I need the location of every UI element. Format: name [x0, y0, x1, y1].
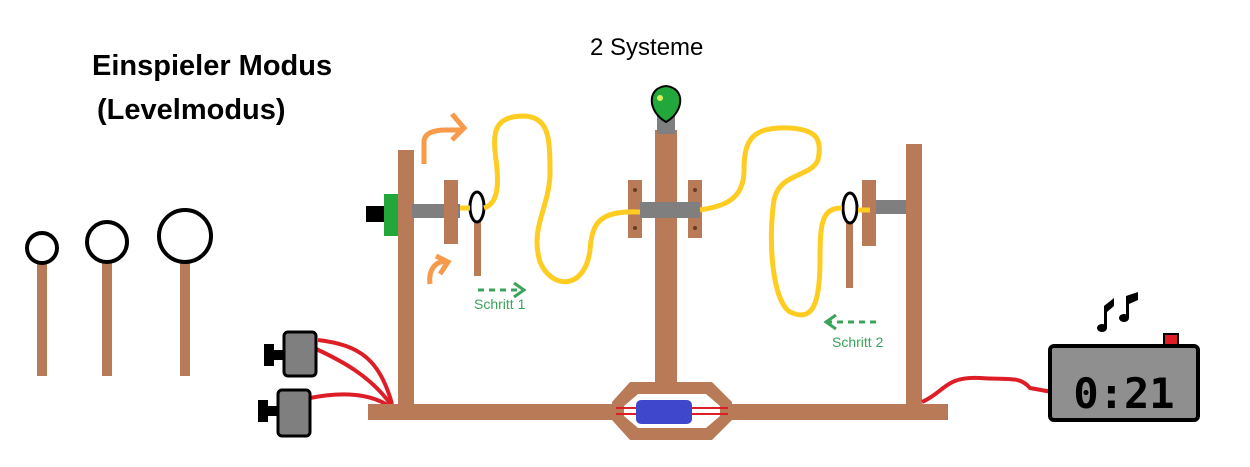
step-2-label: Schritt 2: [832, 334, 884, 350]
yellow-wire-right: [699, 125, 870, 318]
left-mechanism: [366, 180, 486, 276]
orange-arrow-upper: [421, 112, 468, 164]
step-1-label: Schritt 1: [474, 296, 526, 312]
motor: [616, 394, 728, 428]
red-wires-left: [309, 338, 394, 410]
right-mechanism: [841, 180, 906, 288]
yellow-wire-left: [460, 113, 641, 285]
large-ring-target: [157, 208, 213, 376]
systems-label: 2 Systeme: [590, 34, 704, 61]
title-line-2: (Levelmodus): [97, 94, 286, 126]
target-rings: [25, 208, 213, 376]
step-2-arrow: [823, 313, 876, 331]
timer-display: 0:21: [1073, 369, 1174, 418]
switch-button-upper: [264, 330, 318, 378]
title-line-1: Einspieler Modus: [92, 50, 333, 82]
center-mechanism: [628, 180, 702, 238]
red-wire-right: [921, 375, 1053, 404]
title: Einspieler Modus (Levelmodus): [92, 44, 332, 132]
switch-button-lower: [258, 388, 312, 438]
step-1-arrow: [478, 281, 527, 299]
timer-clock: 0:21: [1048, 333, 1200, 422]
small-ring-target: [25, 231, 59, 376]
medium-ring-target: [85, 220, 129, 376]
base-frame: [368, 130, 948, 440]
orange-arrow-lower: [427, 253, 452, 285]
music-notes-icon: [1097, 292, 1138, 332]
green-lamp: [650, 84, 682, 134]
